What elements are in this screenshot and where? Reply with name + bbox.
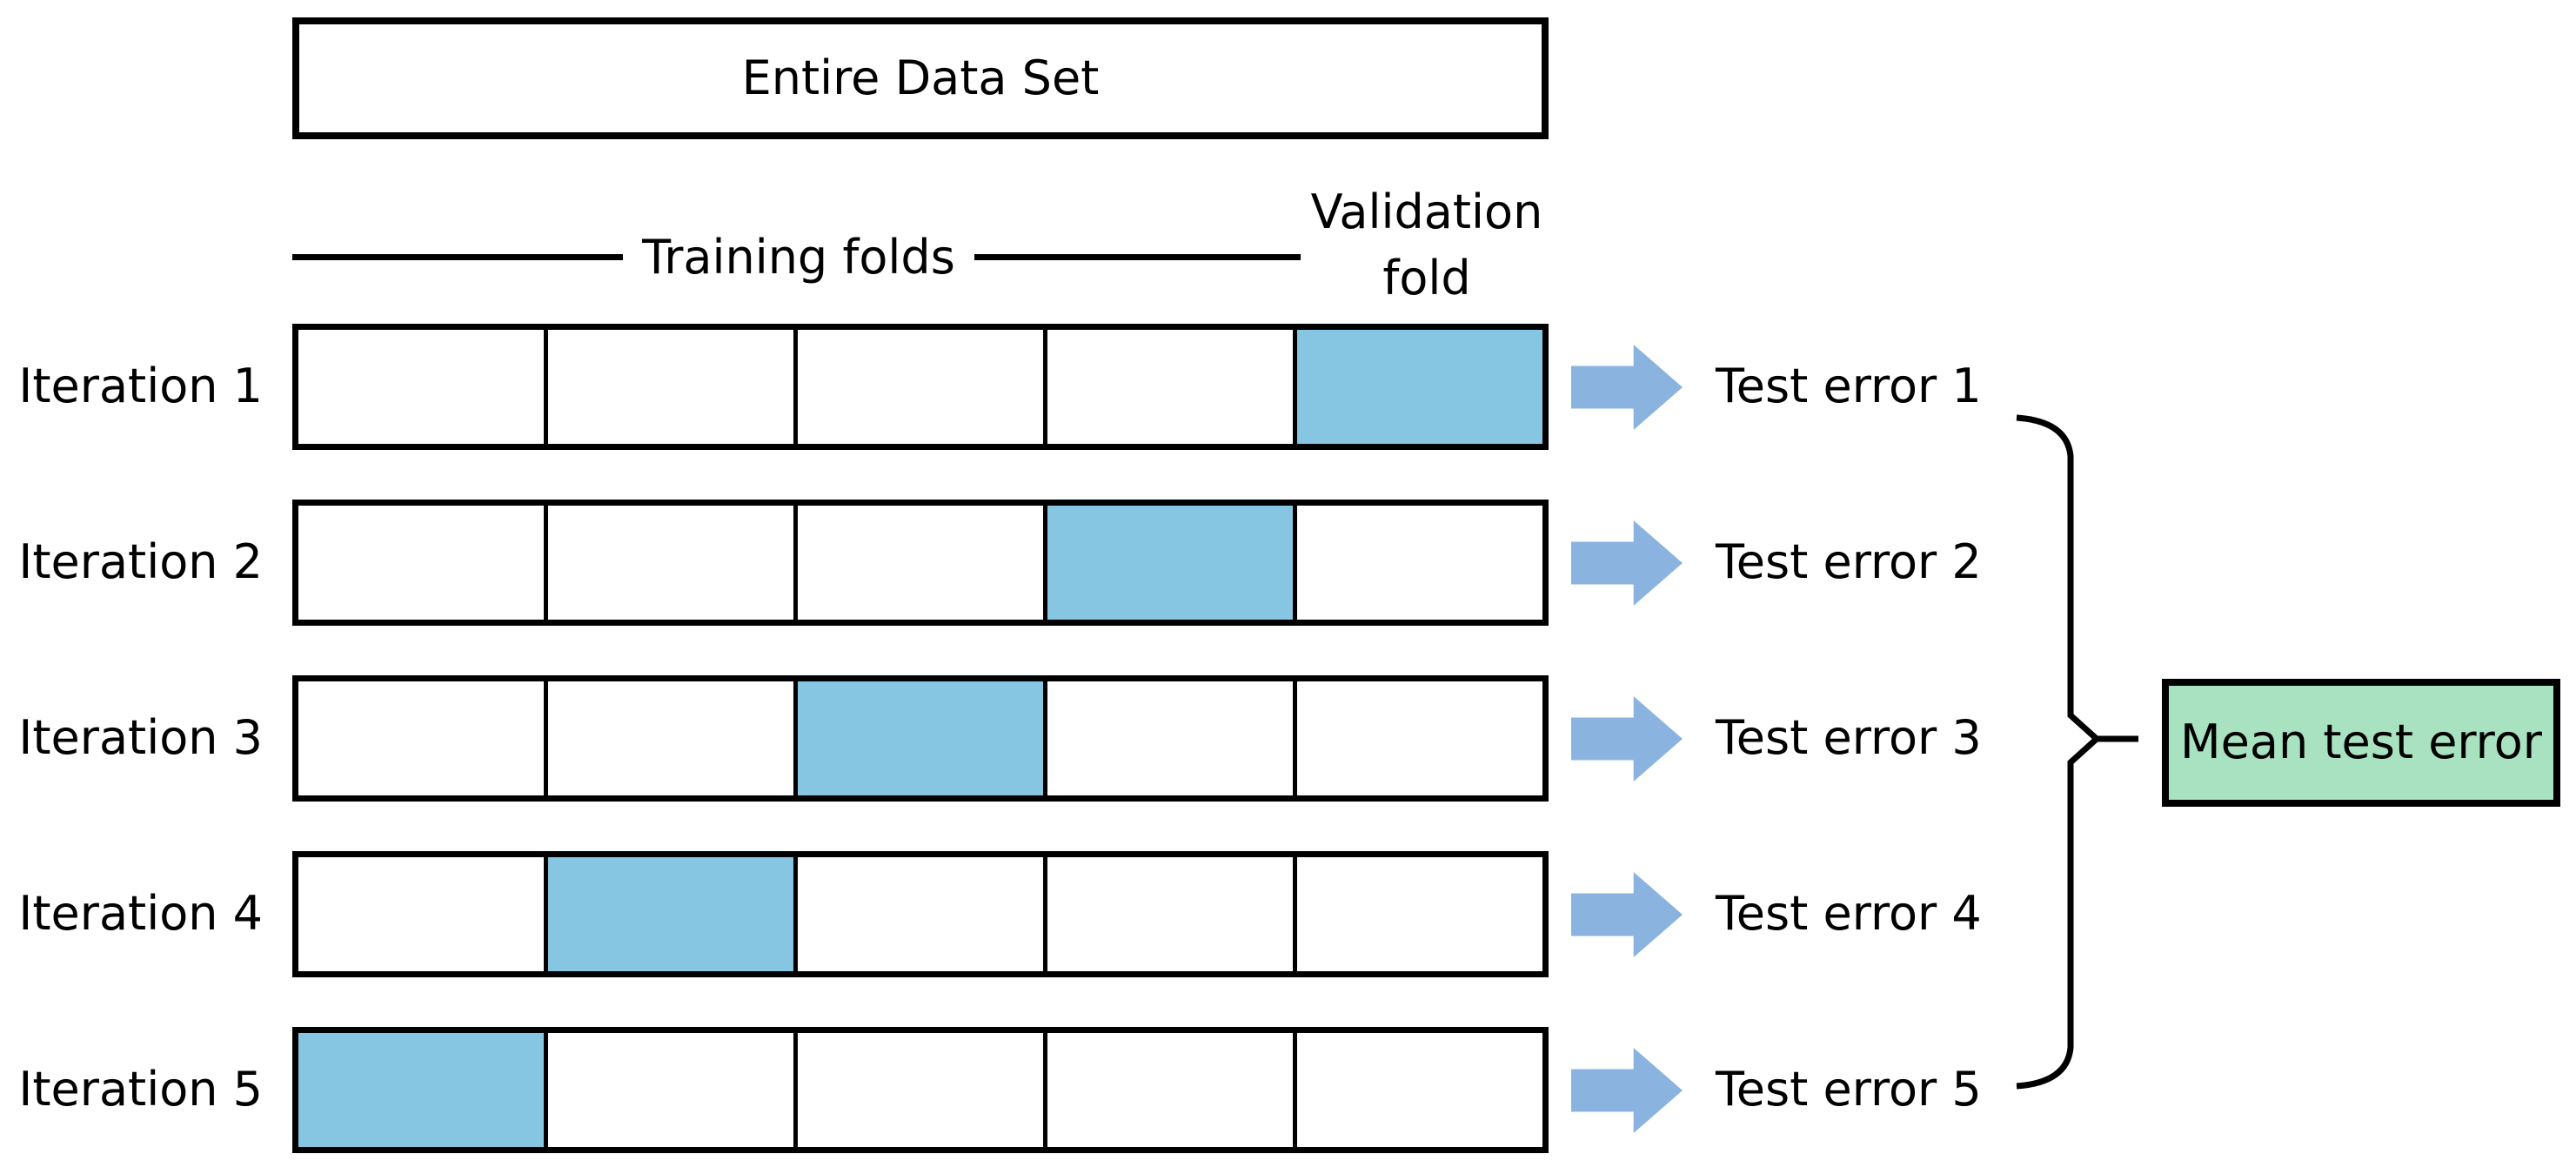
entire-dataset-box: Entire Data Set <box>292 17 1549 139</box>
training-folds-label-wrap: Training folds <box>623 225 974 291</box>
fold-grid <box>292 500 1549 626</box>
test-error-label: Test error 4 <box>1716 886 1982 942</box>
training-fold-cell <box>544 1033 793 1147</box>
mean-test-error-box: Mean test error <box>2162 679 2560 807</box>
iteration-label: Iteration 2 <box>18 534 263 590</box>
bracket-path <box>2016 414 2102 1090</box>
test-error-label: Test error 1 <box>1716 359 1982 414</box>
fold-grid <box>292 1027 1549 1153</box>
validation-fold-cell <box>544 857 793 971</box>
test-error-label: Test error 3 <box>1716 710 1982 766</box>
training-fold-cell <box>1043 857 1293 971</box>
training-fold-cell <box>1293 1033 1542 1147</box>
training-fold-cell <box>793 857 1043 971</box>
validation-fold-cell <box>1043 506 1293 620</box>
test-error-label: Test error 2 <box>1716 534 1982 590</box>
training-fold-cell <box>544 506 793 620</box>
training-fold-cell <box>1293 506 1542 620</box>
iteration-label: Iteration 3 <box>18 710 263 766</box>
training-fold-cell <box>544 330 793 444</box>
validation-fold-cell <box>298 1033 544 1147</box>
validation-fold-cell <box>793 681 1043 795</box>
training-fold-cell <box>793 330 1043 444</box>
entire-dataset-label: Entire Data Set <box>741 50 1100 105</box>
fold-grid <box>292 324 1549 450</box>
training-fold-cell <box>298 330 544 444</box>
training-fold-cell <box>793 1033 1043 1147</box>
validation-fold-label: Validation fold <box>1301 179 1553 312</box>
fold-grid <box>292 675 1549 802</box>
training-fold-cell <box>1043 1033 1293 1147</box>
training-fold-cell <box>544 681 793 795</box>
iteration-row: Iteration 2 Test error 2 <box>0 500 2576 626</box>
training-fold-cell <box>1293 857 1542 971</box>
training-folds-label: Training folds <box>642 229 955 285</box>
validation-fold-label-line1: Validation <box>1310 184 1543 239</box>
iteration-row: Iteration 5 Test error 5 <box>0 1027 2576 1153</box>
training-fold-cell <box>1293 681 1542 795</box>
validation-fold-label-line2: fold <box>1382 251 1471 305</box>
iteration-label: Iteration 5 <box>18 1062 263 1117</box>
validation-fold-cell <box>1293 330 1542 444</box>
test-error-label: Test error 5 <box>1716 1062 1982 1117</box>
training-folds-line-right <box>974 254 1301 260</box>
mean-test-error-label: Mean test error <box>2180 714 2542 770</box>
training-fold-cell <box>298 506 544 620</box>
iteration-row: Iteration 3 Test error 3 <box>0 675 2576 802</box>
training-folds-line-left <box>292 254 623 260</box>
training-fold-cell <box>298 681 544 795</box>
iteration-row: Iteration 1 Test error 1 <box>0 324 2576 450</box>
training-fold-cell <box>1043 330 1293 444</box>
iteration-row: Iteration 4 Test error 4 <box>0 851 2576 977</box>
training-fold-cell <box>1043 681 1293 795</box>
iteration-label: Iteration 4 <box>18 886 263 942</box>
fold-grid <box>292 851 1549 977</box>
training-fold-cell <box>793 506 1043 620</box>
training-fold-cell <box>298 857 544 971</box>
iteration-label: Iteration 1 <box>18 359 263 414</box>
